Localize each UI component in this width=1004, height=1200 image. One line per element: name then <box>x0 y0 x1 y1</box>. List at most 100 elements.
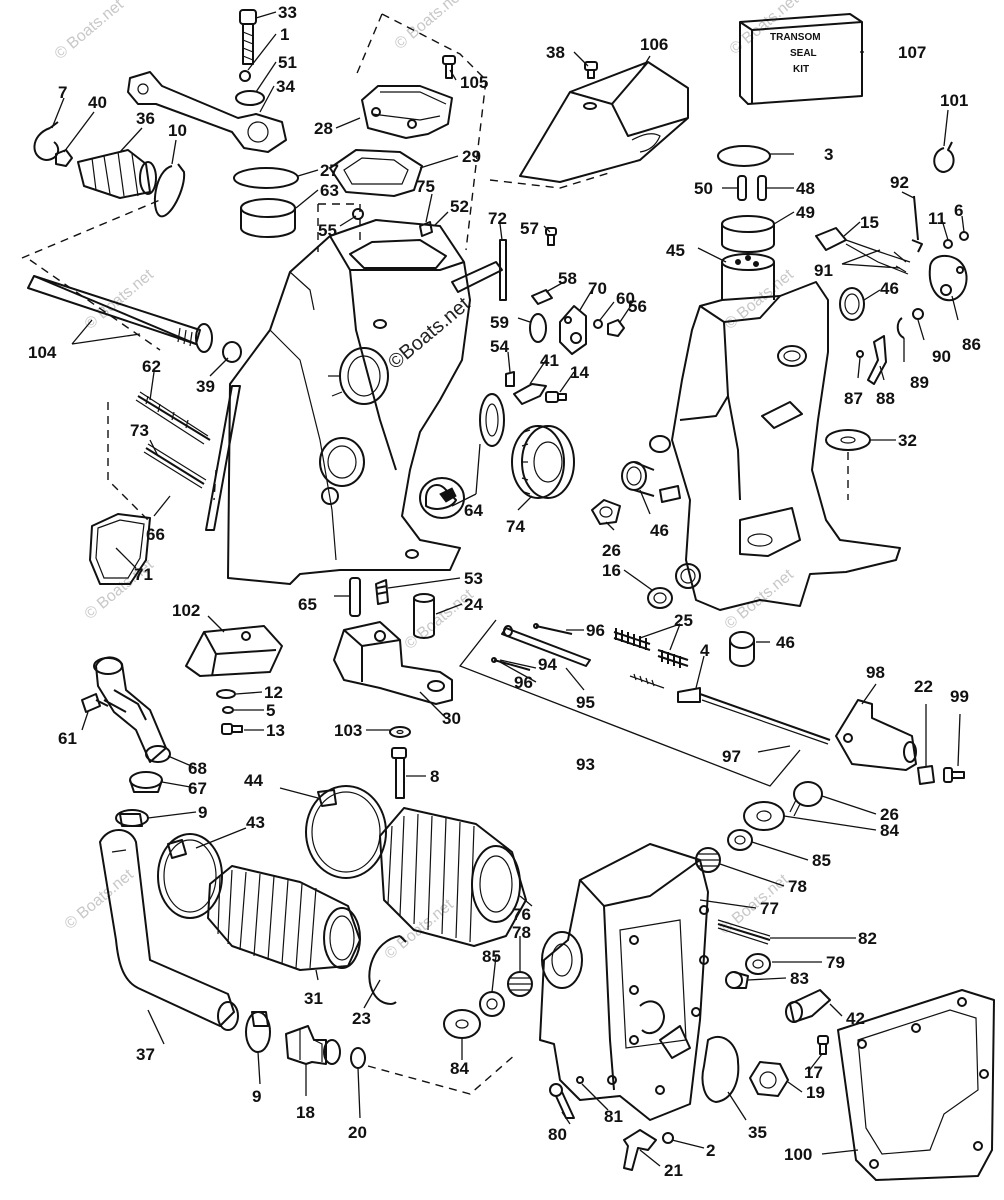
spring-88 <box>867 335 887 385</box>
callout: 5 <box>266 701 275 720</box>
bracket-41 <box>513 383 547 405</box>
nut-1 <box>239 70 251 82</box>
steering-arm-group <box>21 9 299 351</box>
callout: 54 <box>490 337 509 356</box>
callout: 49 <box>796 203 815 222</box>
fitting-75 <box>419 221 433 237</box>
bolt-92 <box>911 195 923 253</box>
callout: 35 <box>748 1123 767 1142</box>
callout: 11 <box>928 209 946 228</box>
bolt-33 <box>239 9 257 65</box>
callout: 64 <box>464 501 483 520</box>
screw-99 <box>943 767 965 783</box>
trim-sender-housing-86 <box>928 254 968 302</box>
callout: 76 <box>512 905 531 924</box>
callout: 40 <box>88 93 107 112</box>
gasket-100 <box>837 989 995 1181</box>
watermark: © Boats.net <box>52 0 128 63</box>
callout: 43 <box>246 813 265 832</box>
callout: 50 <box>694 179 713 198</box>
callout: 3 <box>824 145 833 164</box>
pin-81 <box>576 1076 584 1084</box>
nut-40 <box>55 149 73 167</box>
retainer-89 <box>896 317 905 339</box>
nut-56 <box>607 319 625 337</box>
callout: 105 <box>460 73 488 92</box>
callout: 46 <box>650 521 669 540</box>
bolt-55 <box>352 208 364 220</box>
callout: 46 <box>880 279 899 298</box>
callout: 103 <box>334 721 362 740</box>
bell-housing-45 <box>649 253 901 611</box>
callout: 24 <box>464 595 483 614</box>
bushing-46-mid <box>621 461 655 497</box>
clip-101 <box>933 141 955 173</box>
callout: 96 <box>586 621 605 640</box>
screw-105 <box>442 55 456 79</box>
clamp-44 <box>305 785 387 879</box>
callout: 68 <box>188 759 207 778</box>
callout: 65 <box>298 595 317 614</box>
callout: 2 <box>706 1141 715 1160</box>
callout: 82 <box>858 929 877 948</box>
o-ring-39 <box>222 341 242 363</box>
tube-66 <box>205 385 241 531</box>
clamp-9-lower <box>245 1011 271 1053</box>
callout: 63 <box>320 181 339 200</box>
nut-78-lower <box>507 971 533 997</box>
callout: 78 <box>788 877 807 896</box>
watermark: © Boats.net <box>382 896 458 963</box>
elbow-fitting-68 <box>93 656 171 763</box>
bolt-8 <box>391 747 407 799</box>
callout: 17 <box>804 1063 823 1082</box>
callout: 7 <box>58 83 67 102</box>
callout: 25 <box>674 611 693 630</box>
kit-label-line2: SEAL <box>790 48 817 59</box>
watermarks: © Boats.net © Boats.net © Boats.net © Bo… <box>52 0 803 963</box>
grommet-67 <box>129 771 163 793</box>
callout: 32 <box>898 431 917 450</box>
washer-84-upper <box>743 801 785 831</box>
callout: 46 <box>776 633 795 652</box>
callout: 14 <box>570 363 589 382</box>
screw-13 <box>221 723 243 735</box>
watermark: © Boats.net <box>62 866 138 933</box>
tube-104 <box>27 275 213 353</box>
washer-85-upper <box>727 829 753 851</box>
transom-plate-77 <box>539 843 709 1121</box>
kit-label-line3: KIT <box>793 64 809 75</box>
o-ring-2 <box>662 1132 674 1144</box>
callout: 89 <box>910 373 929 392</box>
pin-48 <box>757 175 767 201</box>
washer-103 <box>389 726 411 738</box>
cover-28 <box>361 85 453 139</box>
callout: 38 <box>546 43 565 62</box>
shift-lever-98 <box>835 699 917 771</box>
callout: 81 <box>604 1107 623 1126</box>
bearing-74 <box>511 425 575 499</box>
callout: 67 <box>188 779 207 798</box>
callout: 100 <box>784 1145 812 1164</box>
callout: 104 <box>28 343 57 362</box>
o-ring-59 <box>529 313 547 343</box>
callout: 62 <box>142 357 161 376</box>
callout: 28 <box>314 119 333 138</box>
o-ring-3 <box>717 145 771 167</box>
trim-sender-15 <box>815 227 911 275</box>
callout: 39 <box>196 377 215 396</box>
o-ring-27 <box>233 167 299 189</box>
screw-80 <box>549 1083 575 1119</box>
pin-65 <box>349 577 361 617</box>
callout: 13 <box>266 721 285 740</box>
stud-73 <box>143 443 207 489</box>
callout: 10 <box>168 121 187 140</box>
fitting-54 <box>505 371 515 387</box>
callout: 101 <box>940 91 968 110</box>
bracket-30 <box>333 621 453 705</box>
clip-22 <box>917 765 935 785</box>
callout: 72 <box>488 209 507 228</box>
callout: 56 <box>628 297 647 316</box>
callout: 92 <box>890 173 909 192</box>
callout: 6 <box>954 201 963 220</box>
